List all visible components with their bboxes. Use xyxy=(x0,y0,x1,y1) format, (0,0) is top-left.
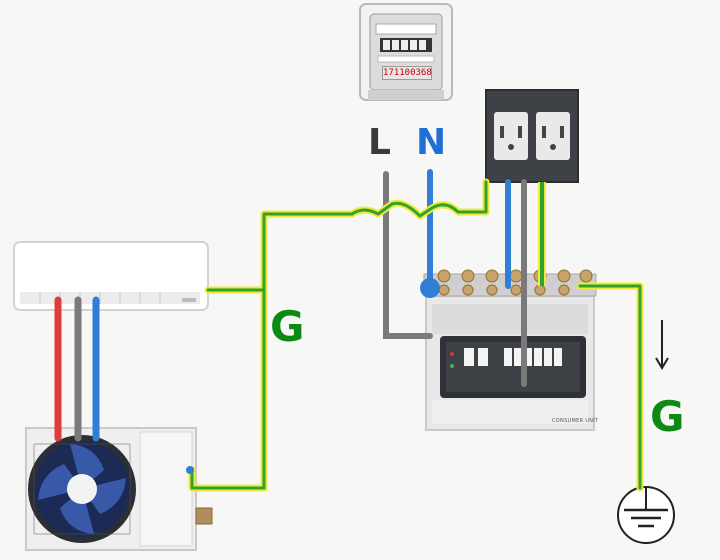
down-arrow-icon xyxy=(655,320,669,370)
neutral-terminal xyxy=(420,278,440,298)
wall-socket xyxy=(485,89,579,183)
indoor-ac-unit xyxy=(13,241,209,311)
ac-ground-terminal xyxy=(186,466,194,474)
live-wire xyxy=(383,171,433,339)
ground-label-left: G xyxy=(270,302,305,351)
ground-label-right: G xyxy=(650,392,685,441)
consumer-unit-label: CONSUMER UNIT xyxy=(552,418,599,424)
earth-ground-symbol xyxy=(617,486,675,544)
ground-wire xyxy=(188,178,644,492)
electricity-meter xyxy=(359,3,453,101)
consumer-unit xyxy=(423,269,597,431)
live-label: L xyxy=(368,122,391,163)
neutral-label: N xyxy=(416,122,447,163)
ac-interconnect-wires xyxy=(54,296,100,442)
meter-reading: 171100368 xyxy=(382,66,432,80)
outdoor-ac-unit xyxy=(25,427,213,551)
